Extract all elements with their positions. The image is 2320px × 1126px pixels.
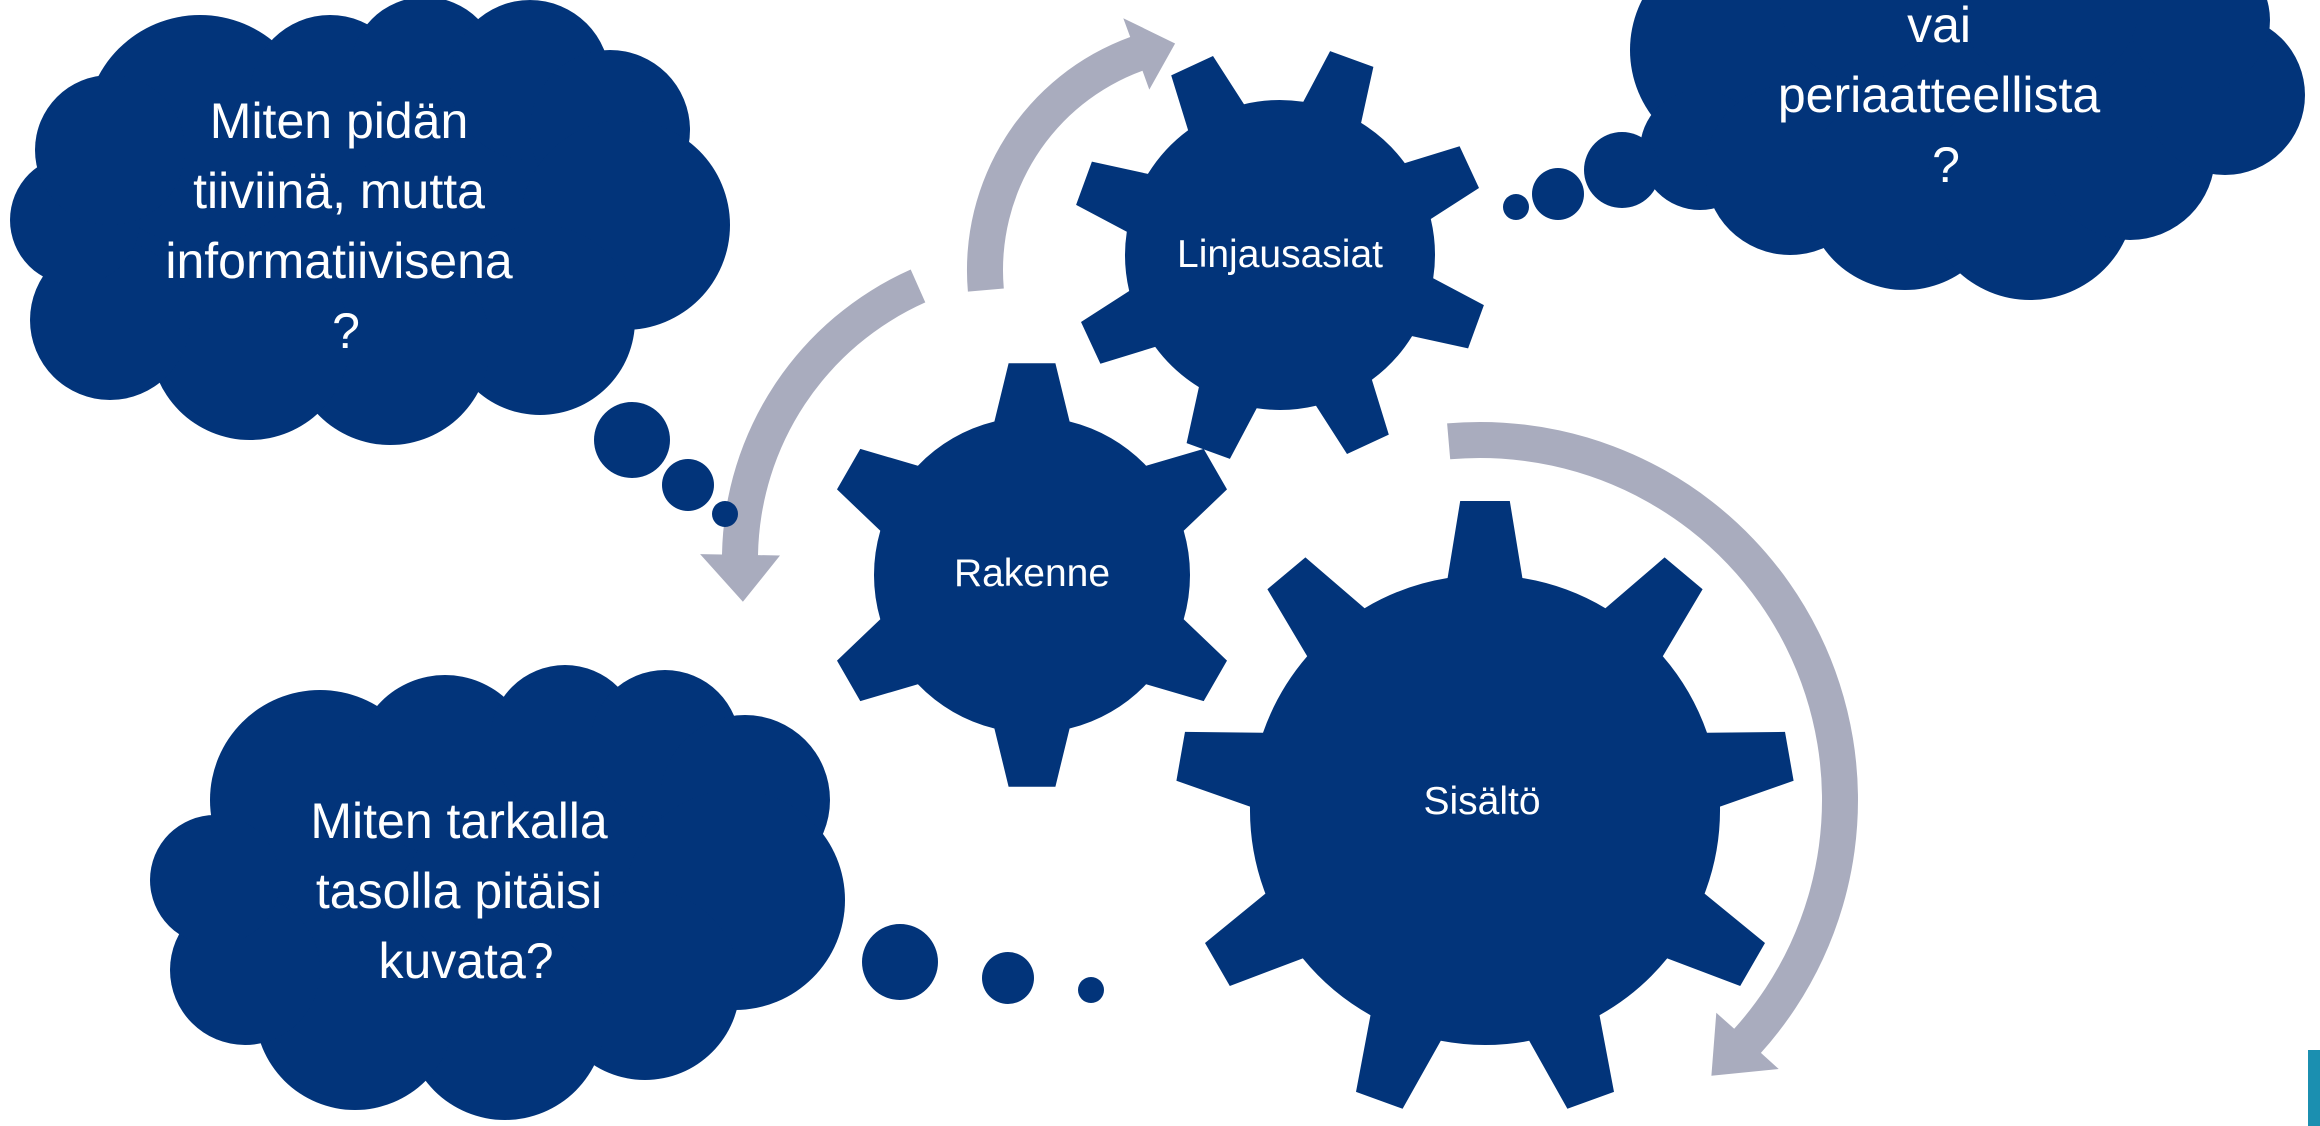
cloud-shape bbox=[150, 665, 845, 1120]
gear-rakenne: Rakenne bbox=[837, 363, 1227, 787]
cloud-line: vai bbox=[1907, 0, 1971, 53]
cycle-arrow-rakenne-to-linjausasiat bbox=[966, 18, 1176, 292]
thought-cloud-bottom-left: Miten tarkalla tasolla pitäisi kuvata? bbox=[150, 665, 1104, 1120]
cloud-text-bottom-left: Miten tarkalla tasolla pitäisi kuvata? bbox=[310, 793, 621, 989]
cloud-line: periaatteellista bbox=[1778, 67, 2101, 123]
thought-bubble-medium bbox=[982, 952, 1034, 1004]
cloud-text-top-left: Miten pidän tiiviinä, mutta informatiivi… bbox=[165, 93, 526, 359]
gear-shape bbox=[837, 363, 1227, 787]
cycle-arrow-linjausasiat-to-rakenne bbox=[700, 269, 926, 602]
thought-bubble-medium bbox=[1532, 168, 1584, 220]
thought-bubble-small bbox=[1078, 977, 1104, 1003]
thought-bubble-small bbox=[712, 501, 738, 527]
thought-bubble-small bbox=[1503, 194, 1529, 220]
thought-cloud-top-left: Miten pidän tiiviinä, mutta informatiivi… bbox=[10, 0, 738, 527]
arrow-shape bbox=[966, 18, 1176, 292]
cloud-shape bbox=[1630, 0, 2305, 300]
thought-cloud-top-right: vai periaatteellista ? bbox=[1503, 0, 2305, 300]
gear-label-rakenne: Rakenne bbox=[954, 552, 1110, 595]
cloud-text-top-right: vai periaatteellista ? bbox=[1778, 0, 2114, 193]
gear-shape bbox=[1076, 51, 1484, 459]
cloud-line: Miten pidän bbox=[210, 93, 469, 149]
cloud-line: ? bbox=[1932, 137, 1960, 193]
thought-bubble-medium bbox=[662, 459, 714, 511]
cloud-line: informatiivisena bbox=[165, 233, 513, 289]
gear-sisalto: Sisältö bbox=[1176, 501, 1794, 1109]
cloud-line: tasolla pitäisi bbox=[316, 863, 602, 919]
cloud-line: tiiviinä, mutta bbox=[193, 163, 485, 219]
cloud-shape bbox=[10, 0, 730, 445]
cloud-line: kuvata? bbox=[378, 933, 553, 989]
gear-label-linjausasiat: Linjausasiat bbox=[1177, 233, 1383, 276]
thought-bubble-large bbox=[862, 924, 938, 1000]
thought-bubble-large bbox=[594, 402, 670, 478]
cycle-arrow-linjausasiat-to-sisalto bbox=[1447, 421, 1858, 1076]
gear-shape bbox=[1176, 501, 1794, 1109]
arrow-shape bbox=[700, 269, 926, 602]
corner-accent bbox=[2308, 1050, 2320, 1126]
thought-bubble-large bbox=[1584, 132, 1660, 208]
arrow-shape bbox=[1447, 421, 1858, 1076]
cloud-line: Miten tarkalla bbox=[310, 793, 608, 849]
gear-label-sisalto: Sisältö bbox=[1423, 780, 1540, 823]
gear-linjausasiat: Linjausasiat bbox=[1076, 51, 1484, 459]
cloud-line: ? bbox=[332, 303, 360, 359]
